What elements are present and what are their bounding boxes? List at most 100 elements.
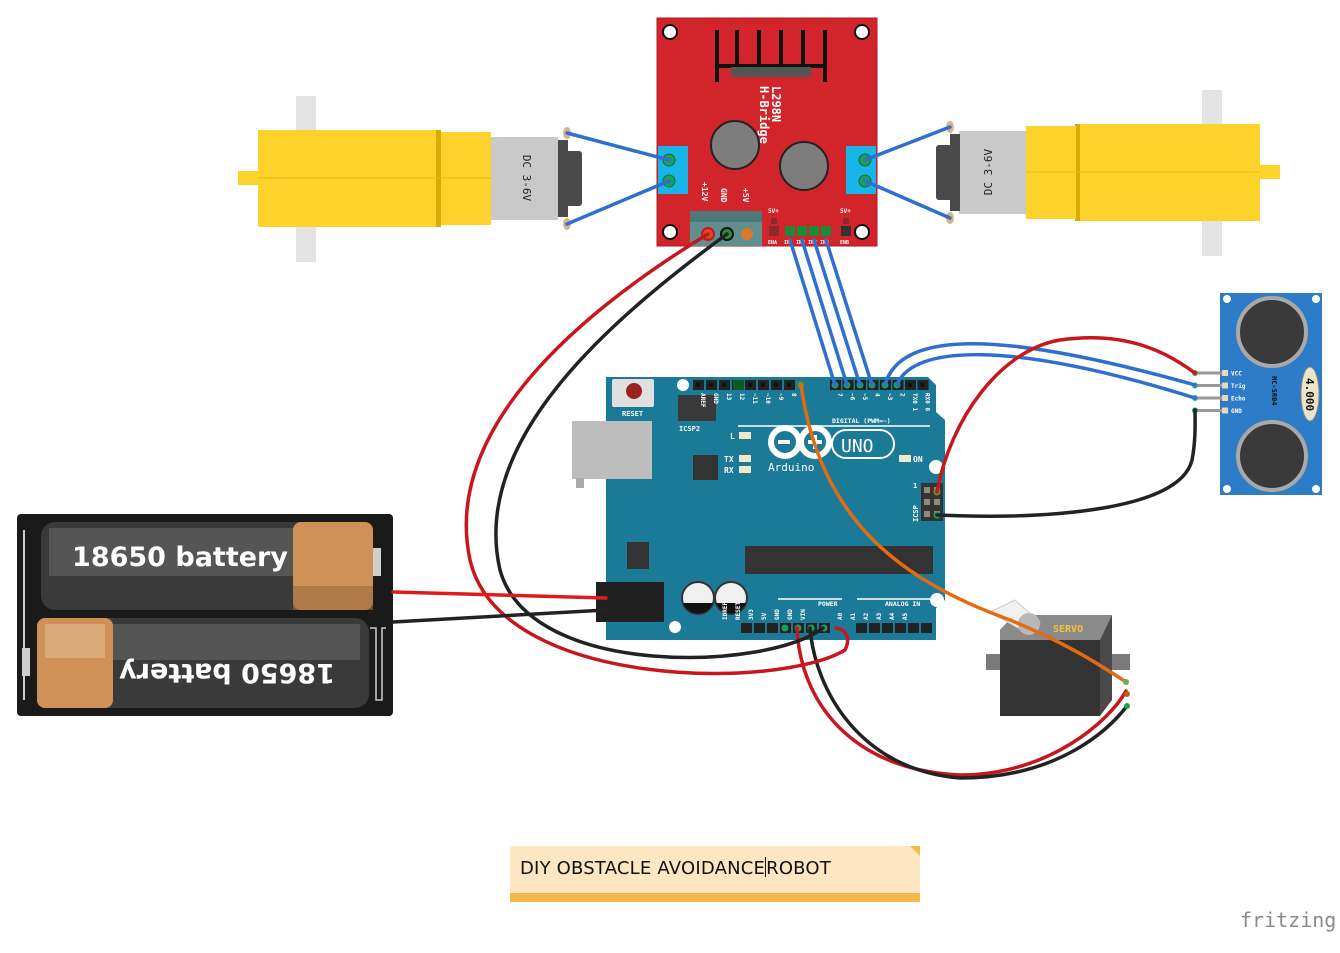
title-note-text[interactable]: DIY OBSTACLE AVOIDANCEROBOT — [520, 857, 831, 879]
power-pin-label: IOREF — [722, 602, 729, 620]
power-pin-label: VIN — [800, 609, 807, 620]
fritzing-logo: fritzing — [1240, 908, 1337, 932]
servo-body — [1000, 640, 1100, 716]
led-label-l: L — [730, 432, 735, 441]
arduino-uno[interactable]: RESET ICSP2 UNO Arduino L TX RX — [572, 377, 945, 640]
note-bar — [510, 893, 920, 902]
wire-motor-right-a[interactable] — [863, 125, 952, 162]
digital-label: DIGITAL (PWM=~) — [832, 417, 891, 425]
chip — [693, 455, 718, 480]
title-note[interactable]: DIY OBSTACLE AVOIDANCEROBOT — [510, 846, 920, 902]
motor-left[interactable]: DC 3-6V — [238, 96, 582, 262]
wire-sensor-gnd[interactable] — [935, 408, 1197, 518]
power-pin-3v3[interactable] — [767, 623, 778, 633]
wire-servo-gnd[interactable] — [808, 626, 1129, 780]
digital-pin-label: ~11 — [751, 393, 758, 404]
wire-in1[interactable] — [788, 238, 837, 387]
wire-motor-right-b[interactable] — [863, 179, 952, 220]
analog-pin-label: A3 — [876, 612, 883, 620]
5v-pin[interactable] — [741, 228, 753, 240]
analog-pin-a5[interactable] — [921, 623, 932, 633]
dc-jack — [596, 582, 664, 622]
wire-echo[interactable] — [895, 352, 1197, 400]
mount-hole — [662, 224, 678, 240]
wire-in3[interactable] — [812, 238, 862, 387]
motor-left-label: DC 3-6V — [520, 155, 533, 202]
hbridge-pin-ena[interactable] — [769, 226, 779, 236]
mount-hole — [854, 224, 870, 240]
title-text-part1: DIY OBSTACLE AVOIDANCE — [520, 858, 766, 879]
hbridge-pin-in1[interactable] — [785, 226, 795, 236]
wire-motor-left-b[interactable] — [565, 179, 671, 226]
sensor-pin-vcc[interactable] — [1222, 370, 1228, 376]
motor-right-shaft — [1258, 165, 1280, 179]
hbridge-pin-label: IN1 — [784, 240, 793, 246]
sensor-pin-label: Trig — [1231, 383, 1246, 390]
wire-in2[interactable] — [800, 238, 849, 387]
sensor-pin-label: Echo — [1231, 396, 1246, 403]
analog-label: ANALOG IN — [885, 600, 920, 608]
hbridge-pin-enb[interactable] — [841, 226, 851, 236]
power-pin-label: RESET — [735, 602, 742, 620]
wire-motor-left-a[interactable] — [565, 131, 671, 162]
usb-port — [572, 421, 652, 479]
servo-motor[interactable]: SERVO — [986, 599, 1130, 716]
hbridge-pin-label: ENB — [840, 240, 849, 246]
transducer-receive — [1236, 420, 1308, 492]
sensor-model-label: HC-SR04 — [1270, 376, 1278, 406]
icsp2-header — [678, 395, 716, 421]
mount-hole — [662, 24, 678, 40]
icsp-pin1-label: 1 — [913, 482, 917, 490]
note-fold — [910, 846, 920, 856]
led-tx — [739, 455, 751, 462]
wire-trig[interactable] — [883, 342, 1197, 387]
mount-hole — [854, 24, 870, 40]
led-label-rx: RX — [724, 466, 734, 475]
hbridge-pin-label: IN2 — [796, 240, 805, 246]
hbridge-pin-label: IN4 — [820, 240, 829, 246]
hbridge-pin-in3[interactable] — [809, 226, 819, 236]
wire-servo-signal[interactable] — [799, 383, 1128, 684]
led-label-tx: TX — [724, 455, 734, 464]
sensor-pin-gnd[interactable] — [1222, 407, 1228, 414]
wire-sensor-vcc[interactable] — [935, 335, 1197, 494]
capacitor — [779, 141, 829, 191]
motor-right[interactable]: DC 3-6V — [936, 90, 1280, 256]
header-label-5v-b: 5V+ — [840, 208, 851, 215]
power-pin-reset[interactable] — [754, 623, 765, 633]
servo-label: SERVO — [1053, 624, 1083, 635]
wire-in4[interactable] — [824, 238, 874, 387]
analog-pin-a0[interactable] — [856, 623, 867, 633]
analog-pin-a1[interactable] — [869, 623, 880, 633]
pin-label-12v: +12V — [700, 182, 709, 201]
analog-pin-a3[interactable] — [895, 623, 906, 633]
sensor-pin-label: GND — [1231, 408, 1242, 415]
digital-pin-label: 13 — [725, 393, 732, 401]
analog-pin-label: A4 — [889, 612, 896, 620]
sensor-pin-echo[interactable] — [1222, 395, 1228, 401]
wire-battery-neg[interactable] — [391, 608, 608, 624]
sensor-pin-trig[interactable] — [1222, 382, 1228, 389]
wire-gnd-gnd[interactable] — [494, 232, 825, 660]
analog-pin-a2[interactable] — [882, 623, 893, 633]
wire-servo-vcc[interactable] — [795, 626, 1128, 777]
power-pin-ioref[interactable] — [741, 623, 752, 633]
icsp2-label: ICSP2 — [679, 425, 700, 433]
mount-hole — [677, 379, 689, 391]
analog-pin-a4[interactable] — [908, 623, 919, 633]
terminal-motor-a — [658, 146, 688, 194]
hbridge-pin-label: ENA — [768, 240, 777, 246]
analog-pin-label: A2 — [863, 612, 870, 620]
mount-hole — [929, 460, 943, 474]
digital-pin-label: ~9 — [777, 393, 784, 401]
power-pin-label: 5V — [761, 612, 768, 620]
analog-pin-label: A5 — [902, 612, 909, 620]
battery-pack[interactable]: 18650 battery 18650 battery — [17, 514, 393, 716]
wire-battery-pos[interactable] — [391, 590, 608, 600]
hbridge-pin-in2[interactable] — [797, 226, 807, 236]
wire-12v-vin[interactable] — [464, 232, 850, 676]
hbridge-pin-in4[interactable] — [821, 226, 831, 236]
